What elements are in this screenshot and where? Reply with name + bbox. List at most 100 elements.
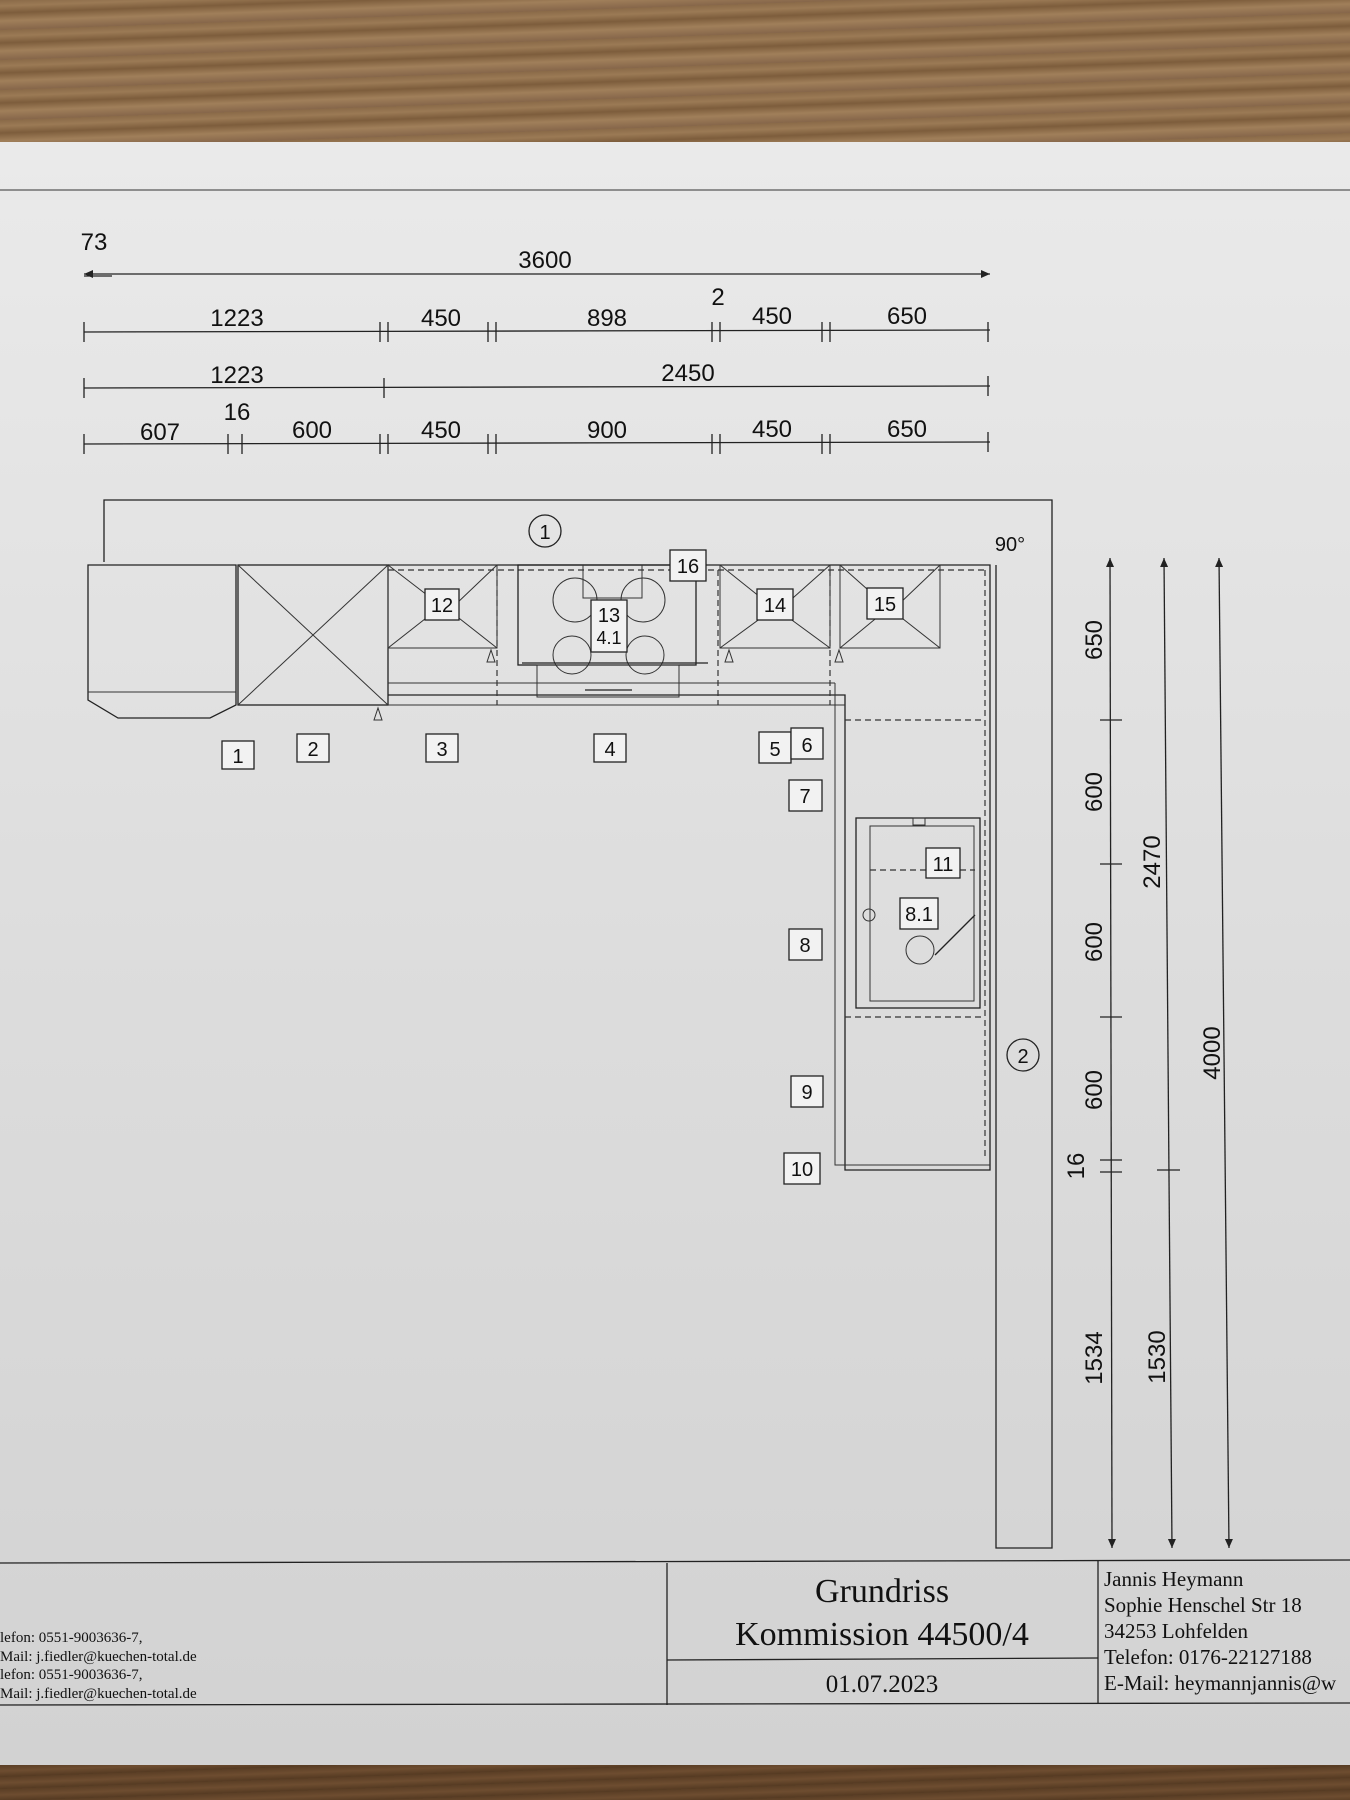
dim-row3-600: 600 xyxy=(292,417,332,444)
dim-right-16: 16 xyxy=(1063,1153,1090,1180)
dim-line-right-middle xyxy=(1160,557,1176,1549)
unit-label-4-1: 4.1 xyxy=(596,628,621,648)
dim-line-row3 xyxy=(83,441,991,445)
commission-number: Kommission 44500/4 xyxy=(735,1616,1029,1653)
unit-label-7: 7 xyxy=(799,786,810,808)
client-city: 34253 Lohfelden xyxy=(1104,1619,1249,1643)
unit-label-13-box xyxy=(590,599,628,653)
worktop-l-shape xyxy=(388,564,991,1171)
wall-1-label: 1 xyxy=(539,522,550,544)
unit-label-8-1: 8.1 xyxy=(905,904,933,926)
supplier-line-4: Mail: j.fiedler@kuechen-total.de xyxy=(0,1686,197,1702)
hood-frame xyxy=(582,565,643,599)
unit-label-13: 13 xyxy=(598,605,620,627)
wall-unit-12 xyxy=(387,564,498,649)
wall-outline xyxy=(103,499,1053,1549)
wall-1-marker xyxy=(528,514,562,548)
dim-right-600b: 600 xyxy=(1081,922,1108,962)
unit-labels: 1 2 3 4 5 6 7 8 9 10 11 12 13 4.1 14 15 … xyxy=(221,549,961,1185)
dim-row3-16: 16 xyxy=(224,399,251,426)
top-dimensions: 73 3600 1223 450 898 2 450 650 1223 2450… xyxy=(81,229,991,454)
unit-label-16-box xyxy=(669,549,707,582)
dim-right-600a: 600 xyxy=(1081,772,1108,812)
dim-row1-450a: 450 xyxy=(421,305,461,332)
hob-front xyxy=(536,664,680,698)
client-name: Jannis Heymann xyxy=(1104,1567,1244,1591)
dim-row3-607: 607 xyxy=(140,419,180,446)
unit-label-1-box xyxy=(221,740,255,770)
unit-label-8: 8 xyxy=(799,935,810,957)
unit-2-cross-b xyxy=(237,564,389,706)
unit-label-4-box xyxy=(593,733,627,763)
dim-ticks-right-inner xyxy=(1100,719,1122,1173)
unit-label-5-box xyxy=(758,731,792,764)
paper-sheet xyxy=(0,142,1350,1767)
unit-label-16: 16 xyxy=(677,556,699,578)
sink-drain xyxy=(905,935,935,965)
dim-row1-898: 898 xyxy=(587,305,627,332)
dim-ticks-row3 xyxy=(83,432,989,454)
title-block-bottom xyxy=(0,1702,1350,1706)
unit-label-11-box xyxy=(925,847,961,879)
client-phone: Telefon: 0176-22127188 xyxy=(1104,1645,1312,1669)
unit-label-3: 3 xyxy=(436,739,447,761)
dim-row1-2: 2 xyxy=(711,284,724,311)
dim-line-row1 xyxy=(83,329,991,333)
unit-label-7-box xyxy=(788,779,823,812)
unit-label-1: 1 xyxy=(232,746,243,768)
dim-row2-1223: 1223 xyxy=(210,362,263,389)
drawing-title: Grundriss xyxy=(815,1573,949,1610)
supplier-line-1: lefon: 0551-9003636-7, xyxy=(0,1630,142,1646)
dim-row3-650: 650 xyxy=(887,416,927,443)
dim-row1-450b: 450 xyxy=(752,303,792,330)
worktop-side xyxy=(834,683,990,1166)
sink-clip xyxy=(912,817,926,826)
dim-right-600c: 600 xyxy=(1081,1070,1108,1110)
dim-row1-1223: 1223 xyxy=(210,305,263,332)
unit-label-12-box xyxy=(424,588,460,621)
walls: 1 2 90° xyxy=(103,499,1053,1549)
dim-row1-650: 650 xyxy=(887,303,927,330)
dim-3600: 3600 xyxy=(518,247,571,274)
unit-label-6-box xyxy=(790,727,824,760)
burner-3 xyxy=(552,635,592,675)
burner-4 xyxy=(625,635,665,675)
wall-unit-15 xyxy=(839,564,941,649)
dim-right-1534: 1534 xyxy=(1081,1331,1108,1384)
dim-right-650: 650 xyxy=(1081,620,1108,660)
dim-row2-2450: 2450 xyxy=(661,360,714,387)
dim-ticks-row1 xyxy=(83,322,989,342)
dim-row3-450b: 450 xyxy=(752,416,792,443)
tall-unit-1 xyxy=(87,564,237,719)
unit-label-14-box xyxy=(756,588,794,621)
unit-label-6: 6 xyxy=(801,735,812,757)
dim-line-right-outer xyxy=(1215,557,1233,1549)
sink-hole xyxy=(862,908,876,922)
dim-73: 73 xyxy=(81,229,108,256)
dim-line-row2 xyxy=(83,385,991,389)
unit-label-9: 9 xyxy=(801,1082,812,1104)
client-email: E-Mail: heymannjannis@w xyxy=(1104,1671,1337,1695)
right-dimensions: 650 600 600 600 16 1534 2470 1530 4000 xyxy=(1063,557,1233,1549)
dim-ticks-row2 xyxy=(83,376,989,398)
unit-label-8-1-box xyxy=(899,897,939,930)
dim-row3-900: 900 xyxy=(587,417,627,444)
unit-label-14: 14 xyxy=(764,595,786,617)
supplier-line-2: Mail: j.fiedler@kuechen-total.de xyxy=(0,1649,197,1665)
unit-label-2-box xyxy=(296,733,330,763)
dim-line-right-inner xyxy=(1106,557,1116,1549)
sink-tap xyxy=(934,914,976,956)
angle-label: 90° xyxy=(995,534,1025,556)
title-block-date-line xyxy=(666,1657,1099,1661)
unit-label-11: 11 xyxy=(933,854,954,876)
client-street: Sophie Henschel Str 18 xyxy=(1104,1593,1302,1617)
unit-label-5: 5 xyxy=(769,739,780,761)
title-block-top xyxy=(0,1559,1350,1564)
sink-inner xyxy=(869,825,975,1002)
wall-2-marker xyxy=(1006,1038,1040,1072)
wood-table-bottom xyxy=(0,1765,1350,1800)
unit-label-15: 15 xyxy=(874,594,896,616)
dim-right-1530: 1530 xyxy=(1144,1330,1171,1383)
unit-label-10: 10 xyxy=(791,1159,813,1181)
